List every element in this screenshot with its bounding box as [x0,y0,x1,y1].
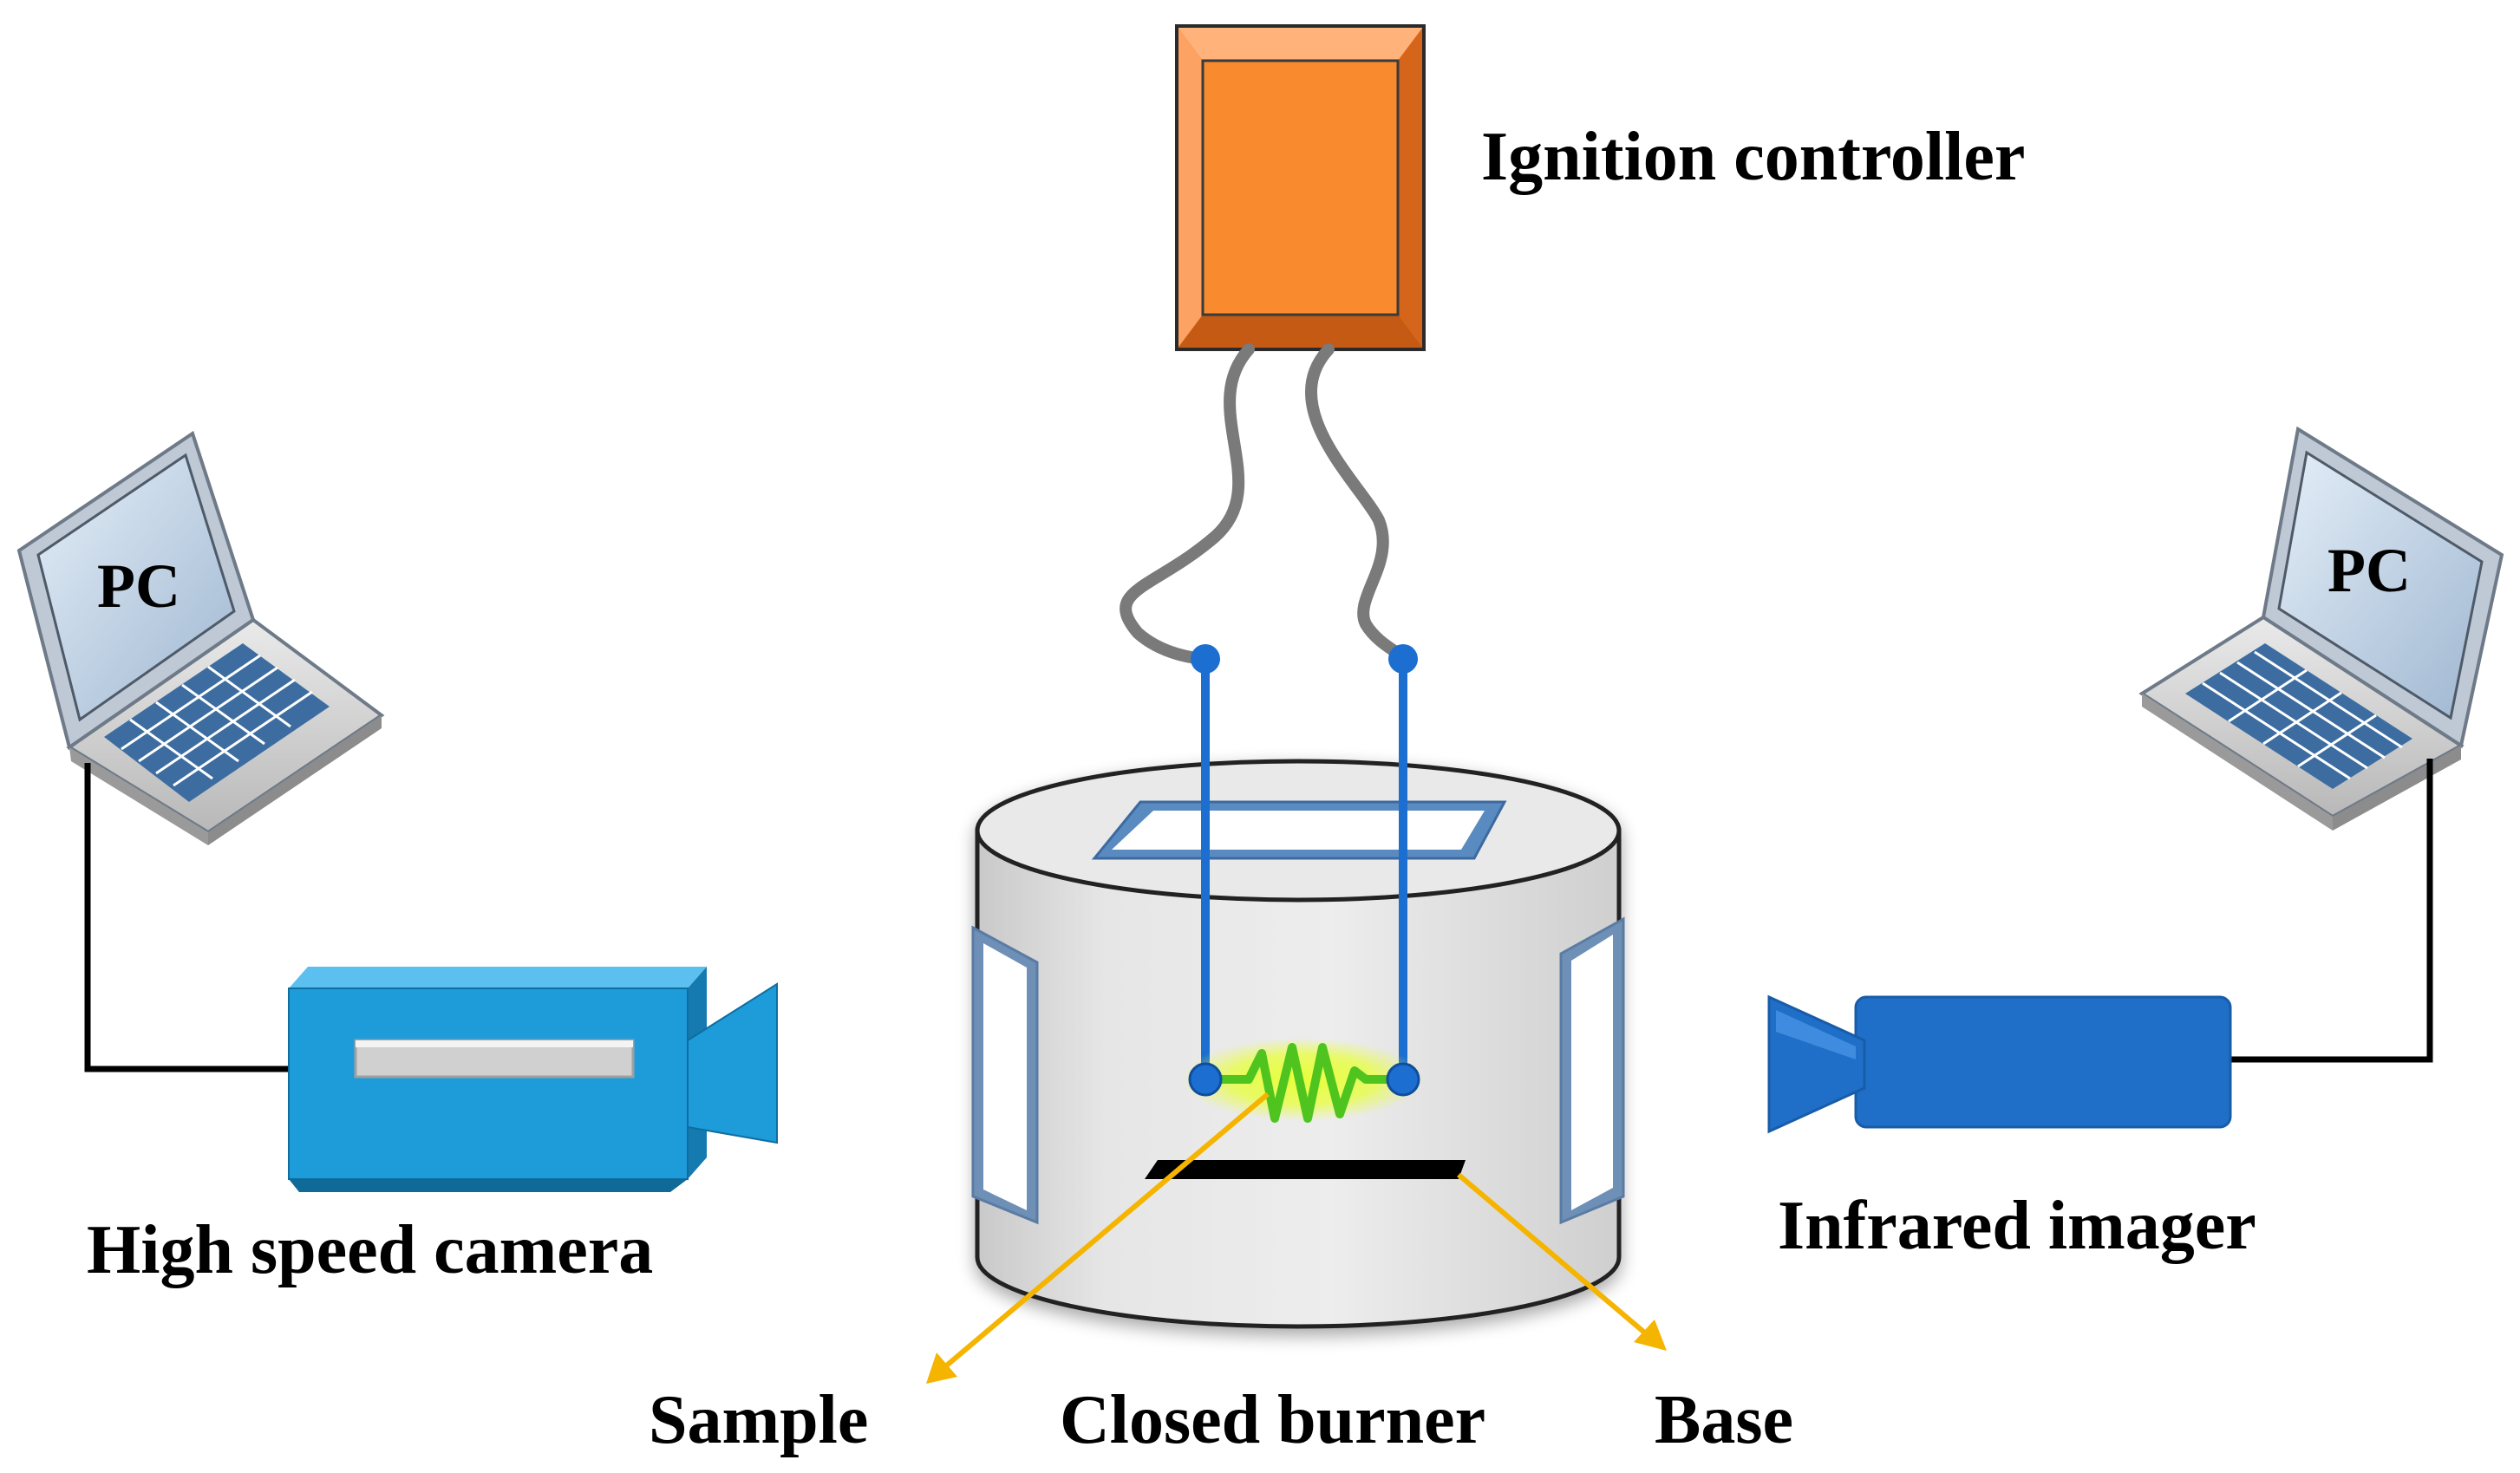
burner-right-window [1559,916,1625,1225]
ignition-wires [1120,343,1409,665]
laptop-left [16,430,385,845]
infrared-imager [1767,994,2232,1134]
burner-left-window [971,925,1039,1225]
pc-left-label: PC [97,551,180,621]
cable-left [84,763,289,1072]
infrared-imager-label: Infrared imager [1778,1188,2256,1264]
sample-arrowhead [926,1352,957,1384]
wire-right [1305,343,1409,665]
wire-left [1120,343,1255,665]
pointer-arrows [926,1092,1667,1384]
base-label: Base [1655,1382,1793,1458]
electrode-top-left [1191,644,1220,674]
pc-right-label: PC [2327,536,2411,605]
cable-right [2230,759,2433,1063]
laptop-left-screen [36,453,236,722]
laptop-left-keys [121,654,313,787]
sample-arrow-line [942,1092,1270,1371]
laptop-right-keyboard [2185,643,2412,789]
heating-coil [1205,1043,1403,1123]
laptop-right-keys [2202,650,2403,780]
closed-burner-label: Closed burner [1060,1382,1485,1458]
laptop-right-screen [2277,450,2484,720]
laptop-right [2138,426,2504,831]
electrodes [1191,644,1418,1079]
ignition-controller-box [1175,24,1426,351]
electrode-top-right [1388,644,1418,674]
base-arrow-line [1457,1172,1649,1338]
electrode-bottom-right [1386,1062,1420,1097]
data-cables [84,759,2433,1072]
base-plate [1145,1160,1466,1179]
high-speed-camera [288,967,778,1192]
laptop-left-keyboard [104,643,330,802]
sample-label: Sample [649,1382,868,1458]
high-speed-camera-lens [687,982,778,1144]
high-speed-camera-label: High speed camera [87,1212,653,1288]
ignition-controller-label: Ignition controller [1481,119,2025,195]
base-arrowhead [1634,1320,1667,1351]
electrode-bottom-left [1188,1062,1223,1097]
